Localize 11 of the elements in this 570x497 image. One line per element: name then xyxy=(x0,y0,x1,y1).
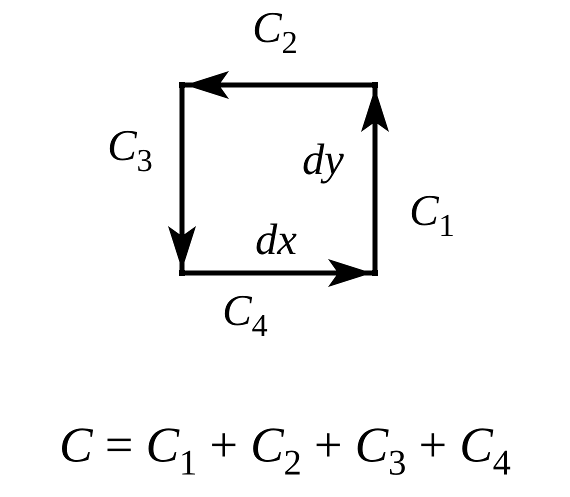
arrow xyxy=(185,71,372,99)
edge-label: C$_{4}$ xyxy=(222,288,268,342)
edge-label: C$_{3}$ xyxy=(107,124,153,176)
arrow xyxy=(361,88,389,270)
arrow xyxy=(168,88,196,270)
formula: C = C$_{1}$ + C$_{2}$ + C$_{3}$ + C$_{4}$ xyxy=(59,420,511,480)
differential-label: dy xyxy=(302,138,344,182)
edge-label: C$_{2}$ xyxy=(252,6,298,58)
edge-label: C$_{1}$ xyxy=(409,188,455,242)
arrow xyxy=(185,259,372,287)
differential-label: dx xyxy=(255,218,297,262)
